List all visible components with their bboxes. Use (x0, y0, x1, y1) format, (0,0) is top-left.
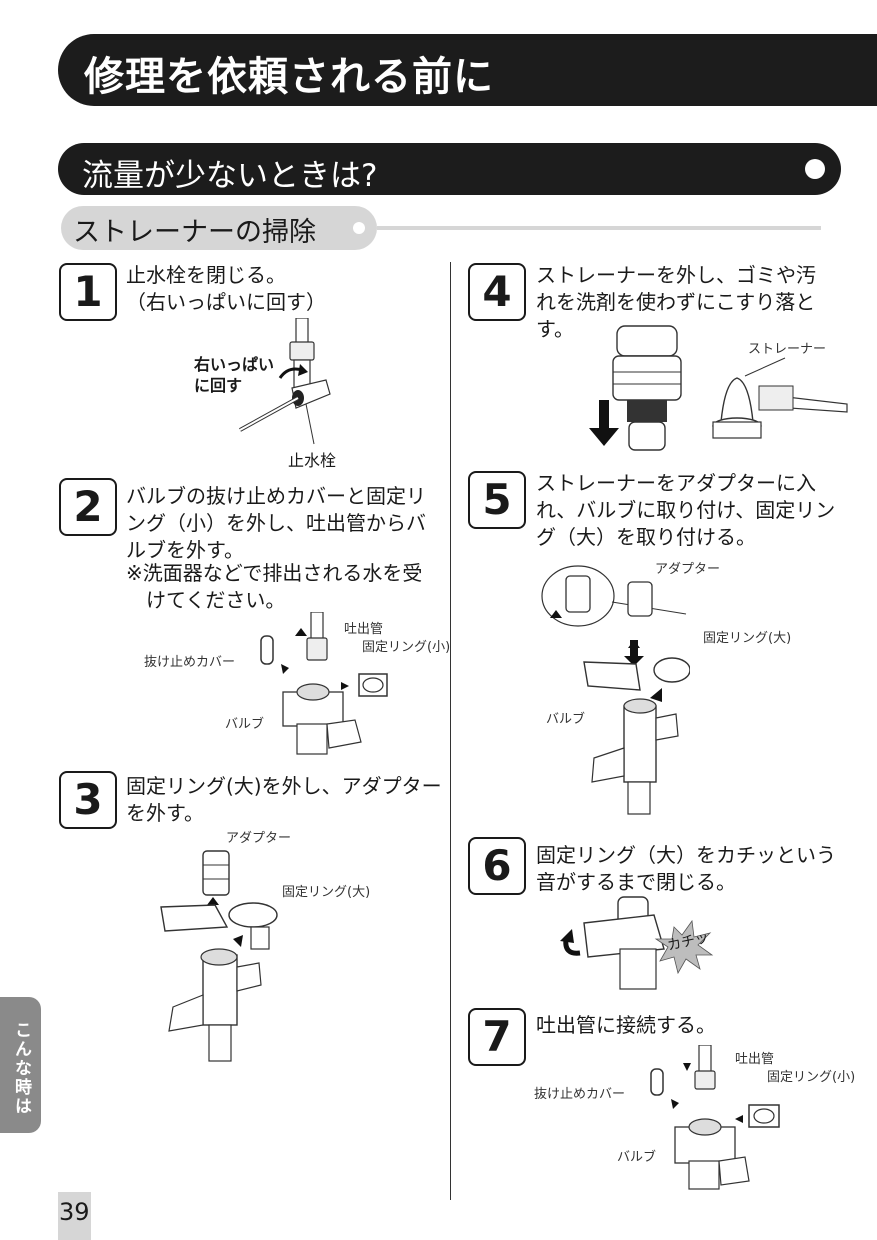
step-2-text: バルブの抜け止めカバーと固定リ ング（小）を外し、吐出管からバ ルブを外す。 (126, 483, 426, 564)
step-4-text: ストレーナーを外し、ゴミや汚 れを洗剤を使わずにこすり落と す。 (536, 262, 816, 343)
step-7-text: 吐出管に接続する。 (536, 1012, 716, 1039)
step-1-turn-label: 右いっぱい に回す (194, 354, 274, 396)
step-6-line-2: 音がするまで閉じる。 (536, 870, 736, 894)
section-dot (805, 159, 825, 179)
step-4-number: 4 (468, 263, 526, 321)
step-3-line-1: 固定リング(大)を外し、アダプター (126, 774, 442, 798)
side-tab-label: こんな時は (11, 1021, 31, 1116)
step-3-line-2: を外す。 (126, 801, 204, 825)
section-title: 流量が少ないときは? (82, 158, 378, 194)
step-4-line-3: す。 (536, 317, 574, 341)
step-7-cover-label: 抜け止めカバー (534, 1087, 626, 1102)
step-3-text: 固定リング(大)を外し、アダプター を外す。 (126, 773, 442, 827)
step-4-line-1: ストレーナーを外し、ゴミや汚 (536, 263, 816, 287)
step-2-spout-label: 吐出管 (344, 622, 384, 637)
step-2-number: 2 (59, 478, 117, 536)
step-2-note-line-2: けてください。 (146, 588, 286, 612)
column-divider (450, 262, 451, 1200)
step-2-valve-label: バルブ (225, 717, 265, 732)
step-5-adapter-label: アダプター (655, 562, 721, 577)
step-4-illustration (589, 325, 848, 451)
step-6-illustration (560, 896, 714, 990)
step-1-text: 止水栓を閉じる。 （右いっぱいに回す） (126, 262, 326, 316)
subsection-rule (377, 226, 821, 230)
step-5-line-3: グ（大）を取り付ける。 (536, 525, 756, 549)
step-7-valve-label: バルブ (617, 1150, 657, 1165)
step-5-line-2: れ、バルブに取り付け、固定リン (536, 498, 836, 522)
step-7-number: 7 (468, 1008, 526, 1066)
step-1-illustration (239, 318, 331, 445)
step-6-text: 固定リング（大）をカチッという 音がするまで閉じる。 (536, 842, 836, 896)
page-number: 39 (59, 1198, 90, 1226)
step-1-number: 1 (59, 263, 117, 321)
page-title: 修理を依頼される前に (84, 54, 494, 100)
step-2-ring-small-label: 固定リング(小) (362, 640, 451, 655)
step-5-text: ストレーナーをアダプターに入 れ、バルブに取り付け、固定リン グ（大）を取り付け… (536, 470, 835, 551)
step-2-line-2: ング（小）を外し、吐出管からバ (126, 511, 426, 535)
step-4-strainer-label: ストレーナー (748, 342, 827, 357)
step-2-illustration (260, 612, 388, 755)
step-7-spout-label: 吐出管 (735, 1052, 775, 1067)
step-1-stop-valve-label: 止水栓 (288, 451, 337, 470)
step-1-turn-line-1: 右いっぱい (194, 355, 275, 374)
step-4-line-2: れを洗剤を使わずにこすり落と (536, 290, 816, 314)
page-number-box (58, 1192, 91, 1240)
step-5-illustration (583, 640, 690, 815)
section-title-bar: 流量が少ないときは? (58, 143, 841, 195)
step-6-number: 6 (468, 837, 526, 895)
step-3-illustration (160, 850, 278, 1062)
step-3-adapter-label: アダプター (226, 831, 292, 846)
step-2-line-1: バルブの抜け止めカバーと固定リ (126, 484, 426, 508)
page-title-bar: 修理を依頼される前に (58, 34, 877, 106)
step-2-note-line-1: ※洗面器などで排出される水を受 (126, 561, 423, 585)
step-7-line-1: 吐出管に接続する。 (536, 1013, 716, 1037)
subsection-title-bar: ストレーナーの掃除 (61, 206, 377, 250)
step-5-valve-label: バルブ (546, 712, 586, 727)
subsection-title: ストレーナーの掃除 (73, 217, 316, 248)
step-3-ring-large-label: 固定リング(大) (282, 885, 371, 900)
step-2-cover-label: 抜け止めカバー (144, 655, 236, 670)
step-7-illustration (650, 1045, 780, 1190)
step-1-turn-line-2: に回す (194, 376, 243, 395)
step-5-line-1: ストレーナーをアダプターに入 (536, 471, 816, 495)
step-5-detail-bubble (541, 565, 687, 627)
step-5-ring-large-label: 固定リング(大) (703, 631, 792, 646)
step-2-note: ※洗面器などで排出される水を受 けてください。 (126, 560, 422, 614)
subsection-dot (353, 222, 365, 234)
step-2-line-3: ルブを外す。 (126, 538, 244, 562)
step-6-line-1: 固定リング（大）をカチッという (536, 843, 836, 867)
step-1-line-1: 止水栓を閉じる。 (126, 263, 286, 287)
step-7-ring-small-label: 固定リング(小) (767, 1070, 856, 1085)
side-tab: こんな時は (0, 997, 41, 1133)
step-5-number: 5 (468, 471, 526, 529)
step-1-line-2: （右いっぱいに回す） (126, 290, 326, 314)
step-3-number: 3 (59, 771, 117, 829)
